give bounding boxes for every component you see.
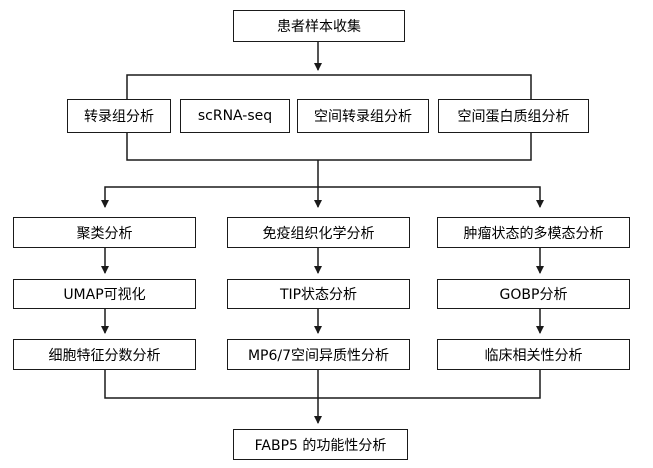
step-box-umap: UMAP可视化 bbox=[13, 279, 196, 309]
step-box-ihc: 免疫组织化学分析 bbox=[227, 217, 410, 248]
step-label: UMAP可视化 bbox=[63, 287, 146, 303]
data-type-label: 空间转录组分析 bbox=[314, 109, 412, 125]
step-label: TIP状态分析 bbox=[279, 287, 358, 303]
data-types-bottom-bracket bbox=[126, 133, 532, 161]
step-label: 聚类分析 bbox=[76, 225, 133, 242]
right-branch-arrow bbox=[318, 186, 544, 208]
data-types-top-bracket bbox=[126, 74, 532, 99]
step-box-tip-state: TIP状态分析 bbox=[227, 279, 410, 309]
step-label: 临床相关性分析 bbox=[484, 347, 583, 364]
step-label: 肿瘤状态的多模态分析 bbox=[463, 225, 604, 242]
root-label: 患者样本收集 bbox=[277, 19, 361, 35]
step-box-mp67-heterogeneity: MP6/7空间异质性分析 bbox=[227, 339, 410, 370]
root-box: 患者样本收集 bbox=[233, 10, 405, 42]
step-label: 细胞特征分数分析 bbox=[48, 347, 161, 364]
step-box-clinical-correlation: 临床相关性分析 bbox=[437, 339, 630, 370]
step-box-gobp: GOBP分析 bbox=[437, 279, 630, 309]
left-branch-arrow bbox=[101, 186, 318, 208]
data-type-box-spatial-transcriptome: 空间转录组分析 bbox=[297, 99, 429, 133]
step-label: 免疫组织化学分析 bbox=[262, 225, 375, 242]
step-label: MP6/7空间异质性分析 bbox=[247, 347, 390, 364]
data-type-label: 转录组分析 bbox=[84, 109, 154, 125]
data-type-label: scRNA-seq bbox=[197, 108, 273, 124]
step-box-multimodal: 肿瘤状态的多模态分析 bbox=[437, 217, 630, 248]
final-box: FABP5 的功能性分析 bbox=[233, 429, 408, 460]
final-label: FABP5 的功能性分析 bbox=[254, 437, 387, 454]
data-type-label: 空间蛋白质组分析 bbox=[457, 109, 570, 125]
data-type-box-transcriptome: 转录组分析 bbox=[67, 99, 171, 133]
merge-bracket bbox=[104, 370, 541, 399]
data-type-box-scrnaseq: scRNA-seq bbox=[180, 99, 290, 133]
step-label: GOBP分析 bbox=[499, 287, 568, 303]
data-type-box-spatial-proteome: 空间蛋白质组分析 bbox=[438, 99, 589, 133]
step-box-cell-feature-score: 细胞特征分数分析 bbox=[13, 339, 196, 370]
step-box-clustering: 聚类分析 bbox=[13, 217, 196, 248]
